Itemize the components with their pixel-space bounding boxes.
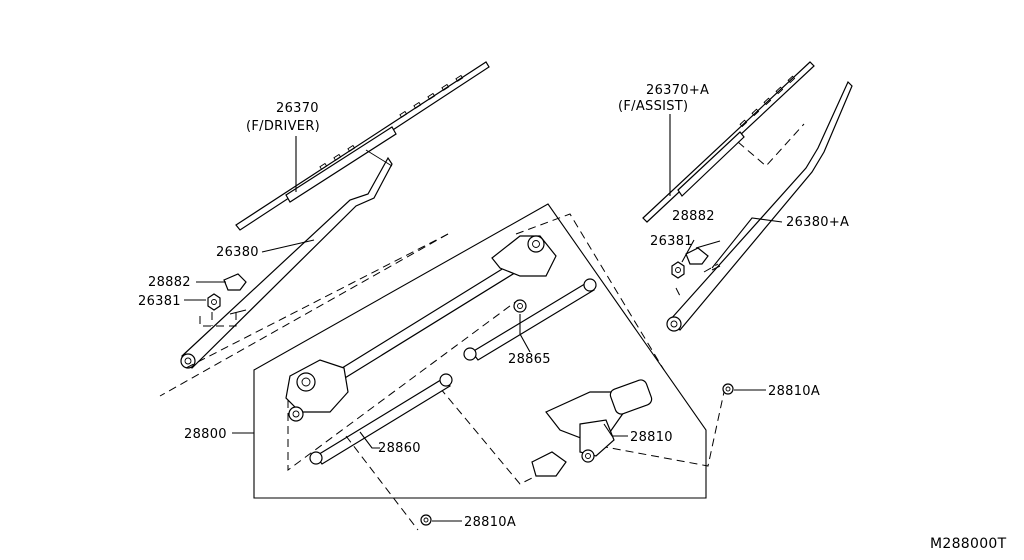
nut-right[interactable] <box>671 261 685 279</box>
label-link-upper: 28865 <box>508 352 551 367</box>
assist-wiper-arm[interactable] <box>666 80 853 332</box>
label-figure-code: M288000T <box>930 536 1007 552</box>
label-cap-left: 28882 <box>148 275 191 290</box>
leader-lines <box>184 114 783 522</box>
cap-right[interactable] <box>685 247 709 265</box>
upper-linkage[interactable] <box>285 235 557 422</box>
bolt-bottom[interactable] <box>420 514 432 526</box>
label-motor-assembly: 28800 <box>184 427 227 442</box>
label-nut-right: 26381 <box>650 234 693 249</box>
label-link-lower: 28860 <box>378 441 421 456</box>
motor-assembly-frame <box>253 203 725 499</box>
label-arm-assist: 26380+A <box>786 215 849 230</box>
cap-left[interactable] <box>223 273 247 291</box>
label-blade-driver-note: (F/DRIVER) <box>246 119 320 134</box>
link-rod-upper[interactable] <box>463 278 597 361</box>
label-blade-driver-part: 26370 <box>276 101 319 116</box>
label-motor: 28810 <box>630 430 673 445</box>
wiper-motor[interactable] <box>531 378 653 477</box>
nut-left[interactable] <box>207 293 221 311</box>
driver-wiper-arm[interactable] <box>180 149 393 369</box>
driver-wiper-blade[interactable] <box>235 61 490 231</box>
label-blade-assist-note: (F/ASSIST) <box>618 99 688 114</box>
label-blade-assist-part: 26370+A <box>646 83 709 98</box>
assist-wiper-blade[interactable] <box>642 61 815 223</box>
label-bolt-right: 28810A <box>768 384 820 399</box>
bolt-right[interactable] <box>722 383 734 395</box>
link-rod-lower[interactable] <box>309 373 453 465</box>
label-arm-driver: 26380 <box>216 245 259 260</box>
label-bolt-bottom: 28810A <box>464 515 516 530</box>
label-cap-right: 28882 <box>672 209 715 224</box>
label-nut-left: 26381 <box>138 294 181 309</box>
